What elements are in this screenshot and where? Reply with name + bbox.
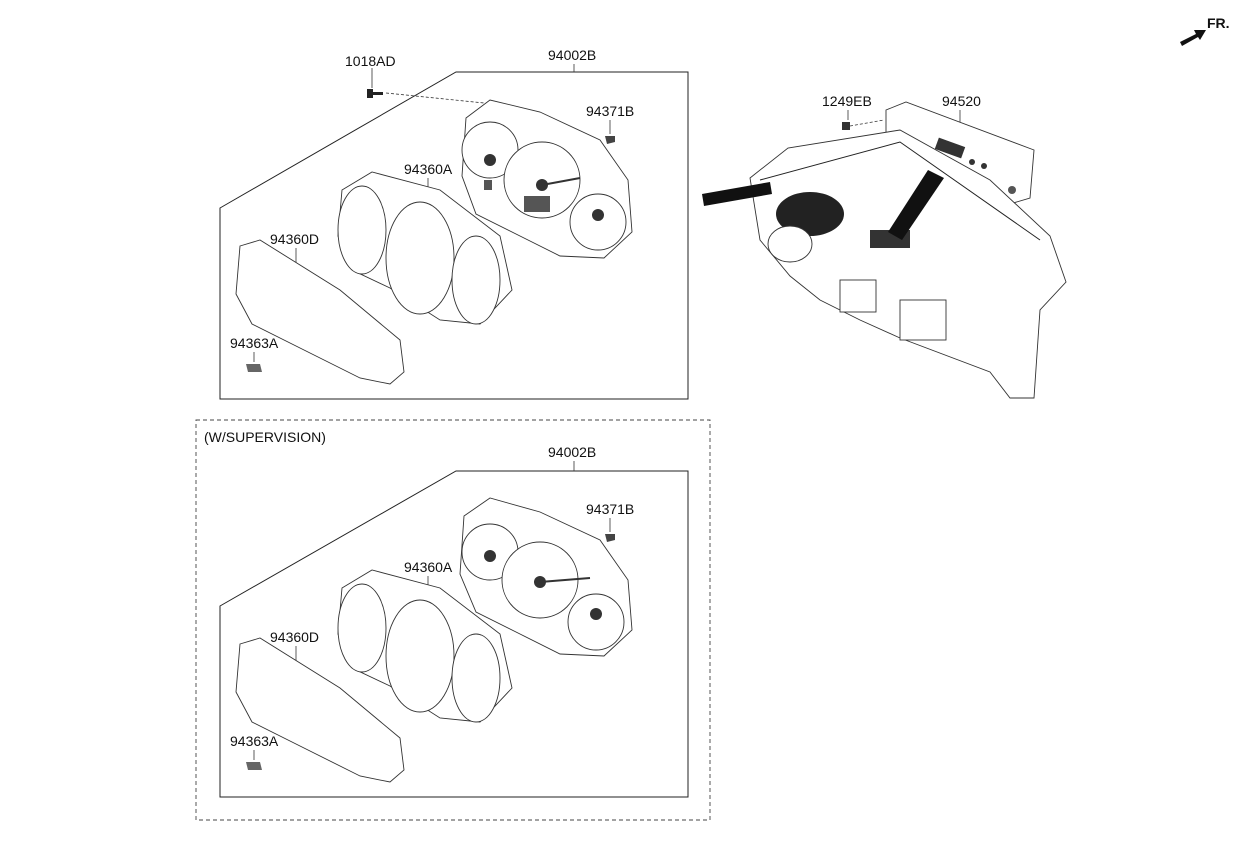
bulb-part-top[interactable]: [605, 136, 615, 144]
instrument-cluster-bottom[interactable]: [459, 497, 633, 657]
label-94371b-bottom: 94371B: [586, 501, 634, 517]
label-94360a-top: 94360A: [404, 161, 453, 177]
top-group: 1018AD 94002B 94371B 94360A: [219, 47, 689, 400]
front-label: FR.: [1207, 15, 1230, 31]
label-94360d-top: 94360D: [270, 231, 319, 247]
arrow-icon: [1180, 30, 1206, 46]
screw-leader: [385, 92, 485, 104]
label-94363a-top: 94363A: [230, 335, 279, 351]
plate-part-top[interactable]: [246, 364, 262, 372]
label-94360a-bottom: 94360A: [404, 559, 453, 575]
cluster-lens-bottom[interactable]: [235, 637, 405, 783]
top-group-frame: [219, 71, 689, 400]
bulb-part-bottom[interactable]: [605, 534, 615, 542]
label-94002b-bottom: 94002B: [548, 444, 596, 460]
screw-part[interactable]: [367, 89, 383, 98]
front-direction-mark: FR.: [1180, 15, 1230, 46]
dashboard-group: 1249EB 94520: [702, 93, 1067, 399]
supervision-caption: (W/SUPERVISION): [204, 429, 326, 445]
bottom-group: (W/SUPERVISION) 94002B 94371B 94360A 94: [195, 419, 711, 821]
label-1018ad: 1018AD: [345, 53, 396, 69]
cluster-hood-top[interactable]: [337, 171, 513, 325]
instrument-cluster-top[interactable]: [461, 99, 633, 259]
label-94520: 94520: [942, 93, 981, 109]
cluster-hood-bottom[interactable]: [337, 569, 513, 723]
label-1249eb: 1249EB: [822, 93, 872, 109]
label-94360d-bottom: 94360D: [270, 629, 319, 645]
label-94002b-top: 94002B: [548, 47, 596, 63]
label-94371b-top: 94371B: [586, 103, 634, 119]
dash-screw-part[interactable]: [842, 119, 885, 130]
dashboard-illustration: [702, 129, 1067, 399]
bottom-group-dashed-frame: [195, 419, 711, 821]
plate-part-bottom[interactable]: [246, 762, 262, 770]
bottom-group-frame: [219, 470, 689, 798]
cluster-lens-top[interactable]: [235, 239, 405, 385]
label-94363a-bottom: 94363A: [230, 733, 279, 749]
